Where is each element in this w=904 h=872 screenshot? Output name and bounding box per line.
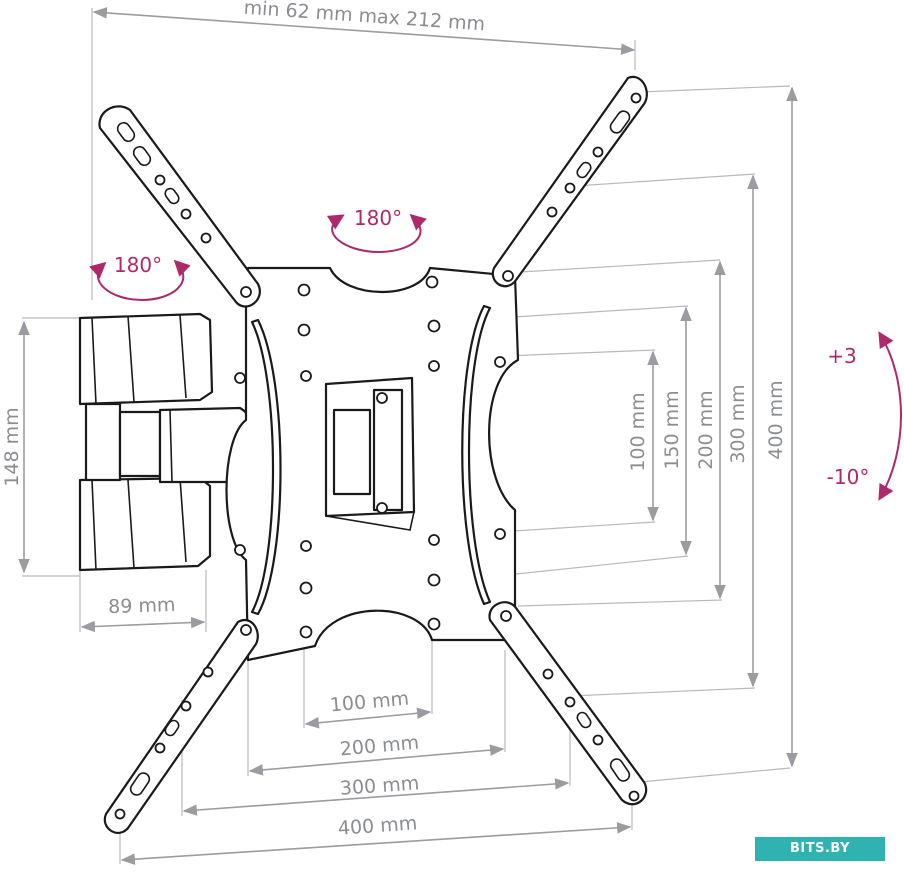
swivel-top-label: 180° [354,206,402,230]
extension-lines [22,8,791,864]
tilt-down-label: -10° [827,465,870,489]
wall-bracket [78,312,258,572]
h-spacing-400-label: 400 mm [337,812,418,839]
width-89-label: 89 mm [108,594,176,618]
watermark-logo: BITS.BY [755,837,885,861]
arm-bottom-right [488,601,648,806]
swivel-arm-label: 180° [114,253,162,277]
h-spacing-100-label: 100 mm [329,688,410,717]
arm-top-left [98,105,261,308]
depth-range-label: min 62 mm max 212 mm [243,0,486,35]
height-148-label: 148 mm [1,407,23,486]
vesa-plate [225,266,520,662]
h-spacing-300-label: 300 mm [339,772,420,799]
dimension-lines [18,7,798,865]
v-spacing-300-label: 300 mm [727,384,749,463]
v-spacing-100-label: 100 mm [627,392,649,471]
h-spacing-200-label: 200 mm [339,732,420,761]
arm-top-right [491,75,648,288]
rotation-labels: 180° 180° +3 -10° [114,206,869,489]
tilt-up-label: +3 [827,344,856,368]
v-spacing-400-label: 400 mm [765,380,787,459]
arm-bottom-left [103,619,259,834]
v-spacing-200-label: 200 mm [695,390,717,469]
rotation-indicators [89,213,902,501]
v-spacing-150-label: 150 mm [661,390,683,469]
